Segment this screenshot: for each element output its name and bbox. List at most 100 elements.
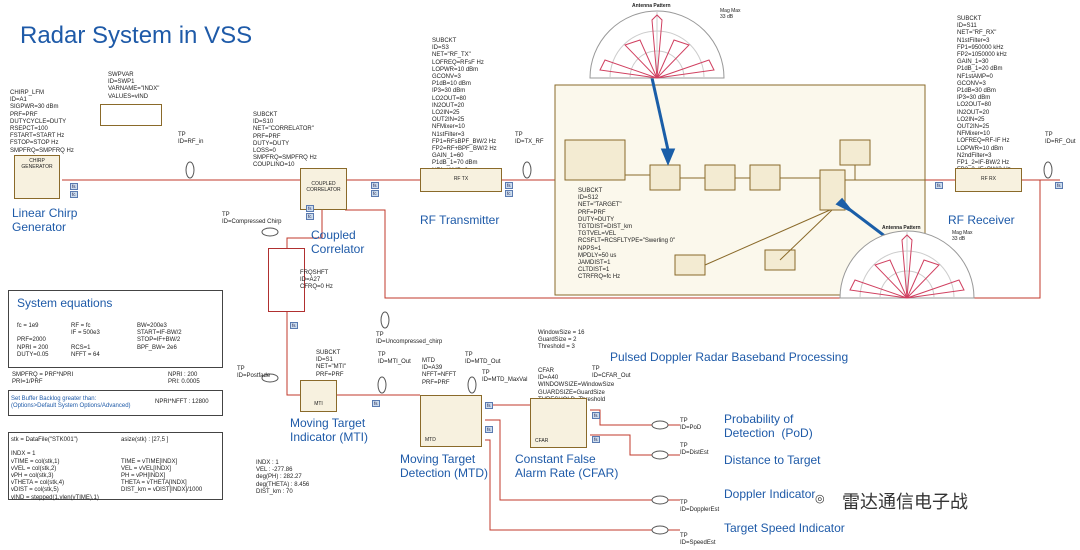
tp-uncompressed-probe bbox=[380, 311, 390, 329]
cfar-vars: WindowSize = 16 GuardSize = 2 Threshold … bbox=[538, 330, 585, 351]
equations-col3: BW=200e3 START=IF-BW/2 STOP=IF+BW/2 BPF_… bbox=[137, 323, 182, 351]
output-dist-label: Distance to Target bbox=[724, 453, 821, 467]
port-cfar-2: fs bbox=[592, 436, 600, 443]
mtd-label: Moving Target Detection (MTD) bbox=[400, 452, 489, 480]
tp-rf-in-label: TP ID=RF_in bbox=[178, 132, 204, 145]
wechat-icon: ◎ bbox=[815, 493, 825, 505]
target-delay-block bbox=[704, 164, 736, 191]
baseband-label: Pulsed Doppler Radar Baseband Processing bbox=[610, 350, 849, 364]
mti-block[interactable]: MTI bbox=[300, 380, 337, 412]
system-equations-box: System equations fc = 1e9 PRF=2000 NPRI … bbox=[8, 290, 223, 368]
mtd-params: MTD ID=A39 NFFT=NFFT PRF=PRF bbox=[422, 358, 457, 386]
arrow-tx-head bbox=[660, 148, 676, 166]
wire-correlator-down bbox=[286, 210, 323, 248]
chirp-label: Linear Chirp Generator bbox=[12, 206, 78, 234]
tp-rf-out-label: TP ID=RF_Out bbox=[1045, 132, 1076, 145]
target-pulse-block bbox=[749, 164, 781, 191]
transmitter-block-text: RF TX bbox=[453, 176, 469, 182]
mtd-block-text: MTD bbox=[425, 437, 436, 443]
wire-pod bbox=[590, 409, 680, 426]
correlator-params: SUBCKT ID=S10 NET="CORRELATOR" PRF=PRF D… bbox=[253, 112, 317, 169]
port-chirp-2: fc bbox=[70, 191, 78, 198]
chirp-params: CHIRP_LFM ID=A1 SIGPWR=30 dBm PRF=PRF DU… bbox=[10, 90, 74, 154]
port-mtd-1: fs bbox=[485, 402, 493, 409]
correlator-label: Coupled Correlator bbox=[311, 228, 365, 256]
tp-compressed-probe bbox=[261, 227, 279, 237]
tp-doppler-probe bbox=[651, 495, 669, 505]
target-inner-block bbox=[564, 139, 626, 181]
antenna-pattern-rx-scale: Mag Max 33 dB bbox=[952, 230, 973, 242]
cfar-block[interactable]: CFAR bbox=[530, 398, 587, 448]
equations-smp-values: NPRI : 200 PRI: 0.0005 bbox=[168, 372, 200, 386]
mti-block-text: MTI bbox=[314, 401, 323, 407]
equations-values: INDX : 1 VEL : -277.86 deg(PH) : 282.27 … bbox=[256, 460, 310, 495]
tp-dist-label: TP ID=DistEst bbox=[680, 443, 709, 456]
tp-speed-probe bbox=[651, 525, 669, 535]
antenna-pattern-tx-title: Antenna Pattern bbox=[632, 3, 671, 9]
arrow-rx-antenna bbox=[844, 204, 891, 242]
port-tx-2: fc bbox=[505, 190, 513, 197]
output-pod-label: Probability of Detection (PoD) bbox=[724, 412, 813, 440]
port-mti-1: fs bbox=[372, 400, 380, 407]
page-title: Radar System in VSS bbox=[20, 22, 253, 49]
tp-compressed-label: TP ID=Compressed Chirp bbox=[222, 212, 282, 225]
antenna-pattern-rx-title: Antenna Pattern bbox=[882, 225, 921, 231]
receiver-block[interactable]: RF RX bbox=[955, 168, 1022, 192]
freqshift-params: FRQSHFT ID=A27 CFRQ=0 Hz bbox=[300, 270, 333, 291]
buffer-text: Set Buffer Backlog greater than: (Option… bbox=[11, 396, 131, 410]
swpvar-block[interactable] bbox=[100, 104, 162, 126]
chirp-block-text: CHIRP GENERATOR bbox=[21, 158, 53, 170]
wire-rx-feedback bbox=[345, 180, 1041, 299]
port-shift-1: fs bbox=[290, 322, 298, 329]
tp-rf-in-probe bbox=[185, 161, 195, 179]
output-speed-label: Target Speed Indicator bbox=[724, 521, 845, 535]
swpvar-params: SWPVAR ID=SWP1 VARNAME="INDX" VALUES=vIN… bbox=[108, 72, 160, 100]
equations-col2: RF = fc IF = 500e3 RCS=1 NFFT = 64 bbox=[71, 323, 100, 358]
correlator-block[interactable]: COUPLED CORRELATOR bbox=[300, 168, 347, 210]
port-chirp-1: fs bbox=[70, 183, 78, 190]
port-corr-3: fs bbox=[306, 205, 314, 212]
wire-doppler bbox=[485, 419, 680, 501]
buffer-box: Set Buffer Backlog greater than: (Option… bbox=[8, 390, 223, 416]
antenna-pattern-tx bbox=[589, 10, 725, 79]
tp-mtd-maxval-label: TP ID=MTD_MaxVal bbox=[482, 370, 528, 383]
chirp-generator-block[interactable]: CHIRP GENERATOR bbox=[14, 155, 60, 199]
transmitter-block[interactable]: RF TX bbox=[420, 168, 502, 192]
port-corr-2: fc bbox=[371, 190, 379, 197]
receiver-block-text: RF RX bbox=[981, 176, 996, 182]
port-cfar-1: fs bbox=[592, 412, 600, 419]
output-doppler-label: Doppler Indicator bbox=[724, 487, 816, 501]
mti-label: Moving Target Indicator (MTI) bbox=[290, 416, 369, 444]
port-corr-4: fc bbox=[306, 213, 314, 220]
port-tx-1: fs bbox=[505, 182, 513, 189]
tp-postfade-label: TP ID=Postfade bbox=[237, 366, 271, 379]
tp-pod-probe bbox=[651, 420, 669, 430]
port-corr-1: fs bbox=[371, 182, 379, 189]
buffer-value: NPRI*NFFT : 12800 bbox=[155, 399, 209, 405]
tp-tx-rf-probe bbox=[522, 161, 532, 179]
port-mtd-2: fs bbox=[485, 426, 493, 433]
freq-shift-block[interactable] bbox=[268, 248, 305, 312]
correlator-block-text: COUPLED CORRELATOR bbox=[306, 181, 341, 193]
tp-tx-rf-label: TP ID=TX_RF bbox=[515, 132, 544, 145]
tp-postfade-probe bbox=[261, 373, 279, 383]
data-equations-right: asize(stk) : [27,5 ] TIME = vTIME[INDX] … bbox=[121, 437, 203, 494]
data-equations-box: stk = DataFile("STK001") INDX = 1 vTIME … bbox=[8, 432, 223, 501]
mtd-block[interactable]: MTD bbox=[420, 395, 482, 447]
tp-rf-out-probe bbox=[1043, 161, 1053, 179]
equations-col1: fc = 1e9 PRF=2000 NPRI = 200 DUTY=0.05 bbox=[17, 323, 49, 358]
tp-mtd-out-label: TP ID=MTD_Out bbox=[465, 352, 501, 365]
cfar-label: Constant False Alarm Rate (CFAR) bbox=[515, 452, 619, 480]
equations-title: System equations bbox=[17, 296, 113, 310]
antenna-pattern-tx-scale: Mag Max 33 dB bbox=[720, 8, 741, 20]
cfar-block-text: CFAR bbox=[535, 438, 549, 444]
receiver-label: RF Receiver bbox=[948, 213, 1015, 227]
antenna-pattern-rx bbox=[839, 230, 975, 299]
transmitter-params: SUBCKT ID=S3 NET="RF_TX" LOFREQ=RFsF Hz … bbox=[432, 38, 497, 174]
target-ramp-block bbox=[839, 139, 871, 166]
tp-doppler-label: TP ID=DopplerEst bbox=[680, 500, 720, 513]
tp-mti-out-probe bbox=[377, 376, 387, 394]
port-rx-1: fs bbox=[935, 182, 943, 189]
tp-cfar-out-label: TP ID=CFAR_Out bbox=[592, 366, 631, 379]
tp-mti-out-label: TP ID=MTI_Out bbox=[378, 352, 411, 365]
